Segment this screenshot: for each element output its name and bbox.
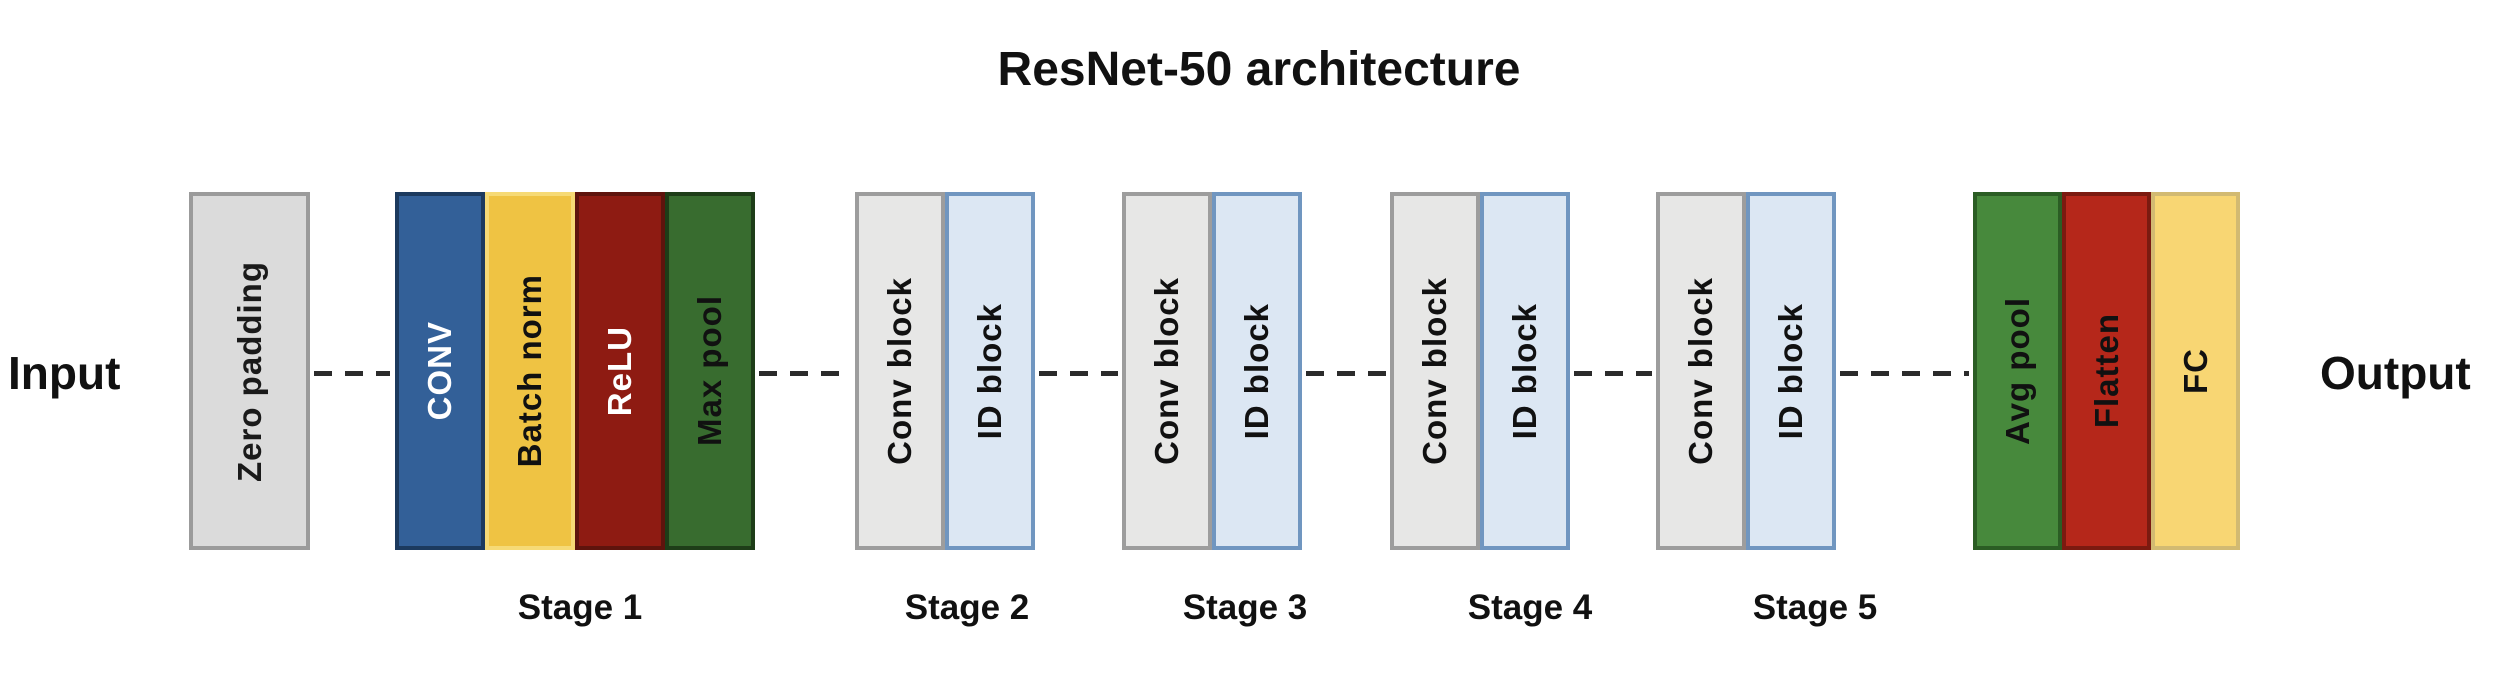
head-avg-pool-label: Avg pool [1998, 297, 2036, 445]
connector-dash-5 [1574, 371, 1652, 376]
stage1-max-pool-label: Max pool [691, 295, 728, 447]
head-fc-segment: FC [2151, 192, 2240, 550]
stage2-id-block-label: ID block [971, 302, 1008, 440]
connector-dash-6 [1840, 371, 1969, 376]
output-label: Output [2320, 347, 2471, 399]
head-fc-label: FC [2176, 348, 2214, 394]
stage-label-4: Stage 4 [1467, 588, 1593, 627]
stage-label-5: Stage 5 [1752, 588, 1878, 627]
stage3-conv-block-label: Conv block [1148, 277, 1185, 465]
stage1-max-pool-segment: Max pool [665, 192, 755, 550]
head-avg-pool-segment: Avg pool [1973, 192, 2062, 550]
stage5-conv-block: Conv block [1656, 192, 1746, 550]
stage-label-3: Stage 3 [1182, 588, 1308, 627]
connector-dash-4 [1306, 371, 1386, 376]
stage5-id-block: ID block [1746, 192, 1836, 550]
stage1-conv-segment: CONV [395, 192, 485, 550]
stage4-conv-block: Conv block [1390, 192, 1480, 550]
stage4-conv-block-label: Conv block [1416, 277, 1453, 465]
stage2-id-block: ID block [945, 192, 1035, 550]
head-flatten-segment: Flatten [2062, 192, 2151, 550]
stage2-conv-block-label: Conv block [881, 277, 918, 465]
stage4-id-block: ID block [1480, 192, 1570, 550]
diagram-title: ResNet-50 architecture [997, 43, 1521, 96]
stage-label-1: Stage 1 [517, 588, 643, 627]
stage3-id-block: ID block [1212, 192, 1302, 550]
input-label: Input [8, 347, 121, 399]
stage3-conv-block: Conv block [1122, 192, 1212, 550]
zero-padding-block: Zero padding [189, 192, 310, 550]
stage4-id-block-label: ID block [1506, 302, 1543, 440]
stage-label-2: Stage 2 [904, 588, 1030, 627]
stage5-conv-block-label: Conv block [1682, 277, 1719, 465]
zero-padding-label: Zero padding [230, 260, 268, 482]
stage2-conv-block: Conv block [855, 192, 945, 550]
stage5-id-block-label: ID block [1772, 302, 1809, 440]
stage1-batch-norm-label: Batch norm [511, 274, 548, 468]
connector-dash-3 [1039, 371, 1118, 376]
head-flatten-label: Flatten [2087, 313, 2125, 429]
stage1-relu-segment: ReLU [575, 192, 665, 550]
stage1-relu-label: ReLU [601, 325, 638, 417]
stage1-batch-norm-segment: Batch norm [485, 192, 575, 550]
connector-dash-1 [314, 371, 390, 376]
connector-dash-2 [759, 371, 851, 376]
stage3-id-block-label: ID block [1238, 302, 1275, 440]
stage1-conv-label: CONV [421, 321, 458, 421]
